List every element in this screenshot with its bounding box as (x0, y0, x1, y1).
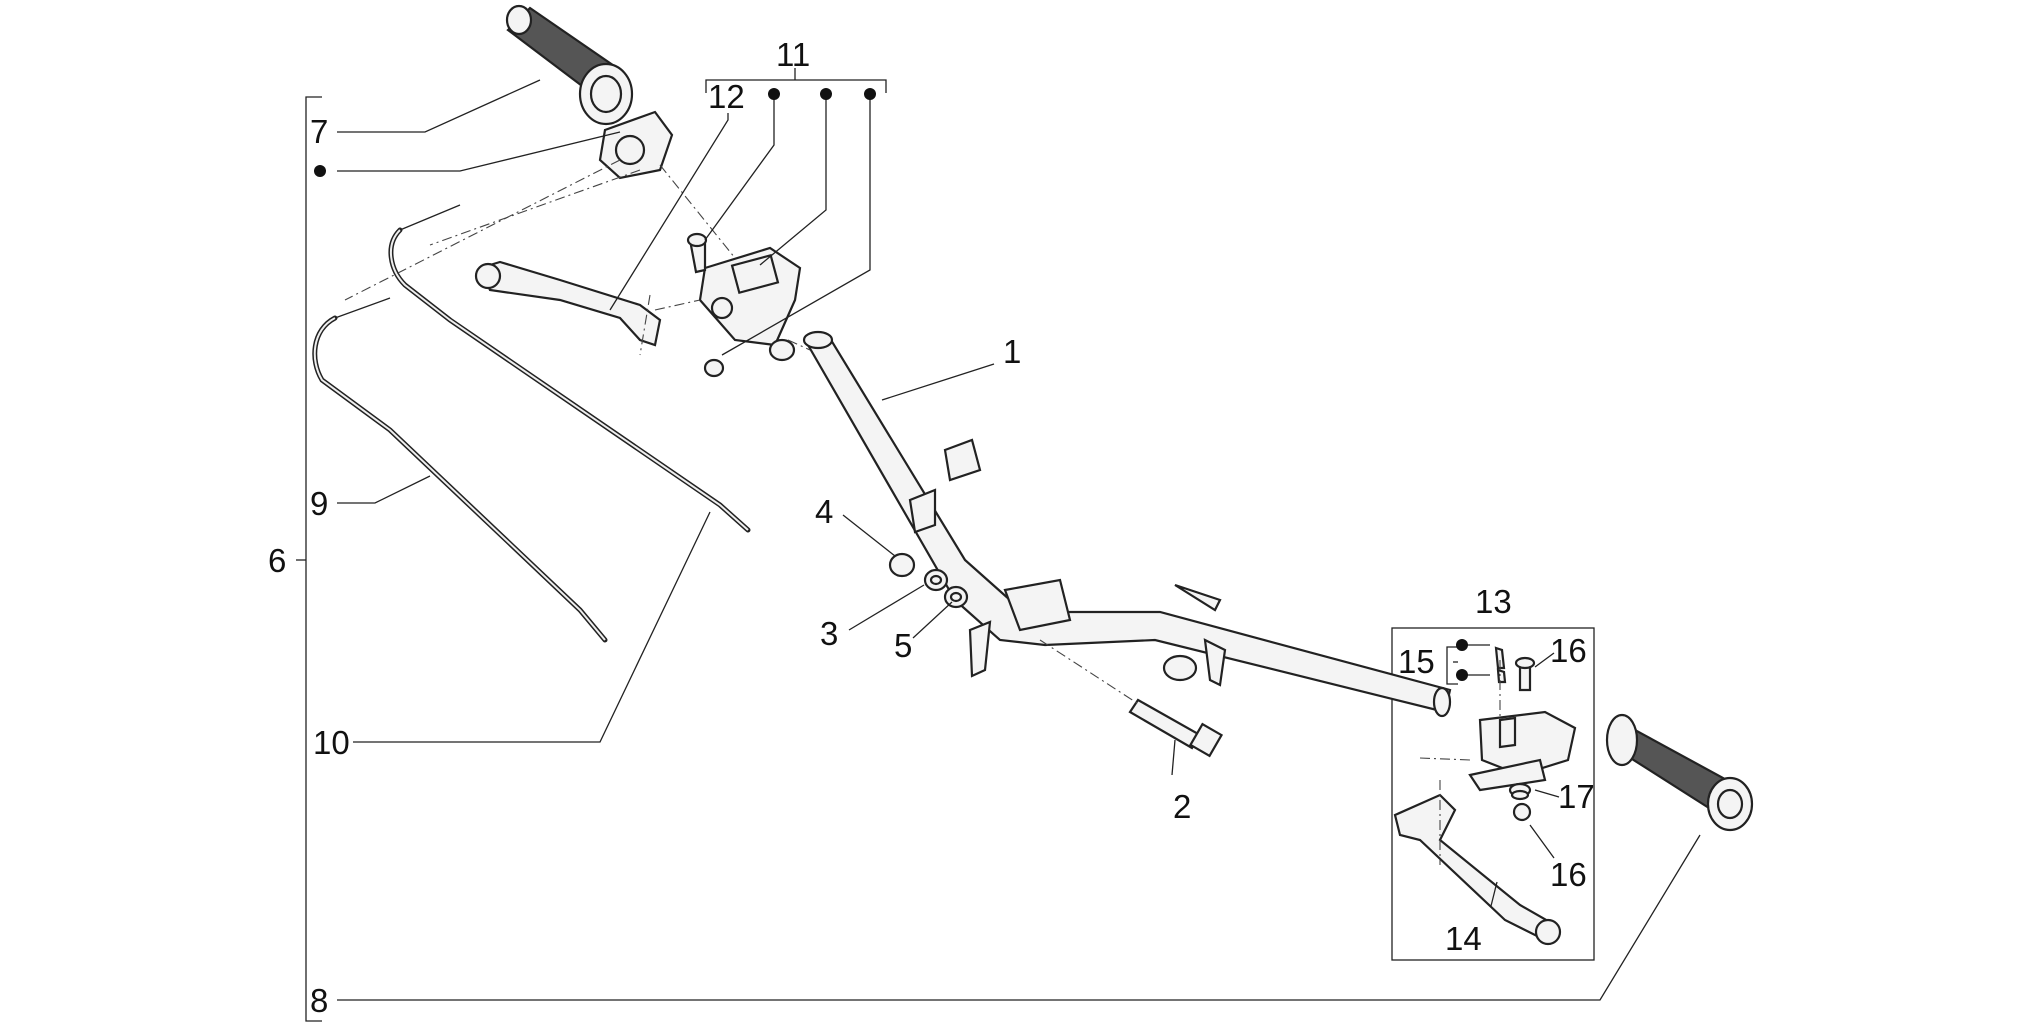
left-lever-support (1468, 710, 1577, 792)
washer-a (923, 568, 949, 592)
callout-4: 4 (815, 493, 833, 530)
callout-labels: 1 2 3 4 5 6 7 8 9 10 11 12 13 14 15 16 1… (268, 36, 1595, 1019)
left-grip (1605, 713, 1754, 832)
callout-10: 10 (313, 724, 350, 761)
group-box-13 (1391, 627, 1595, 961)
callout-6: 6 (268, 542, 286, 579)
brake-pump (686, 232, 802, 378)
right-grip (505, 4, 634, 126)
callout-14: 14 (1445, 920, 1482, 957)
left-brake-lever (1393, 793, 1562, 946)
callout-5: 5 (894, 627, 912, 664)
right-brake-lever (474, 260, 662, 347)
throttle-cable-a (312, 297, 608, 643)
group-bracket-11 (705, 68, 887, 93)
callout-11: 11 (776, 36, 810, 73)
assembly-lines (344, 159, 1501, 865)
callout-2: 2 (1173, 788, 1191, 825)
group-bracket-6 (296, 96, 322, 1022)
callout-17: 17 (1558, 778, 1595, 815)
bushing (888, 552, 916, 578)
callout-9: 9 (310, 485, 328, 522)
nut (1512, 802, 1532, 822)
callout-15: 15 (1398, 643, 1435, 680)
screw (1128, 698, 1224, 758)
group-bracket-15 (1446, 646, 1458, 685)
handlebar (802, 330, 1452, 718)
callout-1: 1 (1003, 333, 1021, 370)
callout-16-top: 16 (1550, 632, 1587, 669)
washer-b (943, 585, 969, 609)
callout-13: 13 (1475, 583, 1512, 620)
spring (1508, 782, 1532, 801)
callout-8: 8 (310, 982, 328, 1019)
screw-pin (1514, 656, 1536, 692)
callout-12: 12 (708, 78, 745, 115)
callout-dots (314, 88, 1468, 681)
callout-7: 7 (310, 113, 328, 150)
leader-lines (337, 79, 1701, 1001)
throttle-cable-b (388, 204, 751, 533)
callout-16-bottom: 16 (1550, 856, 1587, 893)
bolt-small (1494, 646, 1507, 684)
callout-3: 3 (820, 615, 838, 652)
